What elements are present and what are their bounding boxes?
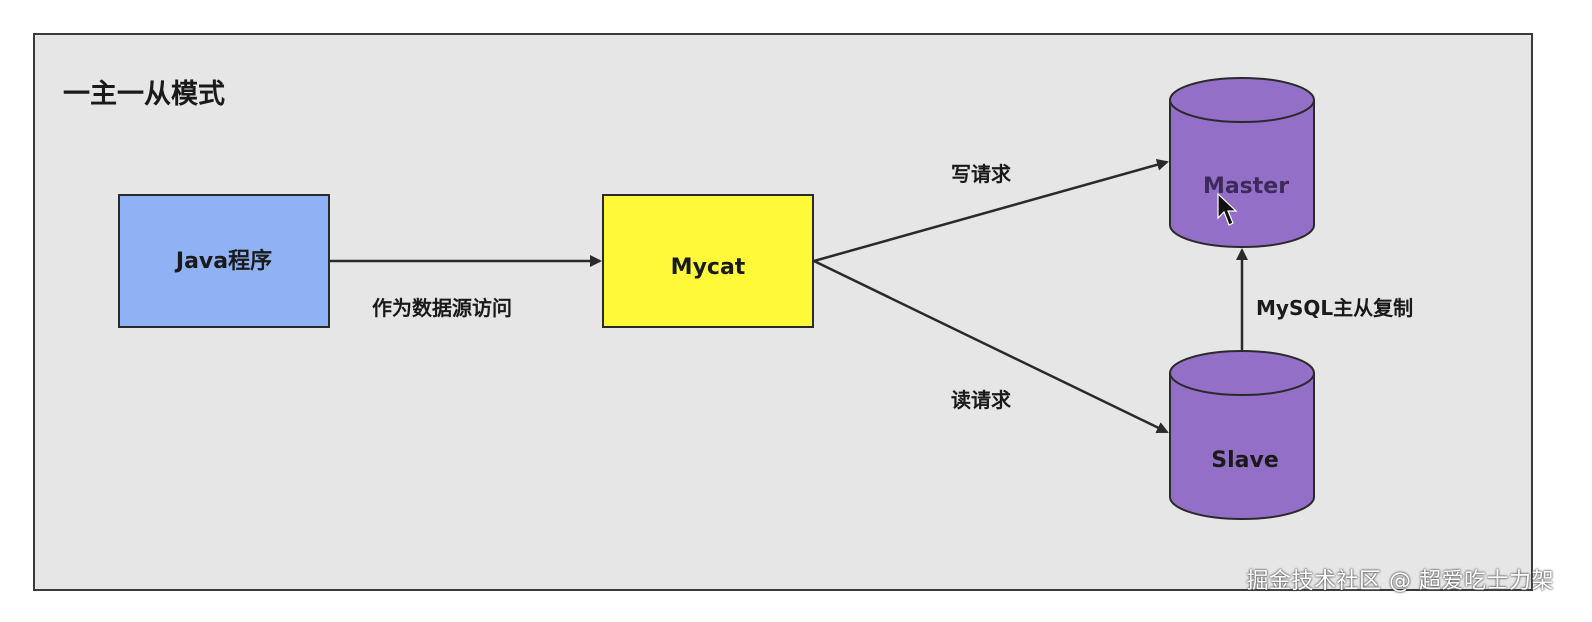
- java-to-mycat-label: 作为数据源访问: [372, 296, 512, 320]
- master-cylinder-body: [1169, 99, 1315, 248]
- mycat-to-slave-label: 读请求: [951, 388, 1012, 412]
- diagram-title: 一主一从模式: [63, 79, 225, 110]
- mycat-to-master-arrow: [813, 158, 1169, 263]
- slave-label: Slave: [1211, 448, 1279, 473]
- slave-cylinder-top: [1169, 350, 1315, 396]
- slave-to-master-label: MySQL主从复制: [1256, 296, 1413, 320]
- mycat-box: [602, 194, 814, 328]
- mouse-cursor-icon: [1217, 192, 1238, 226]
- mycat-label: Mycat: [671, 255, 746, 280]
- java-label: Java程序: [174, 248, 272, 274]
- watermark: 掘金技术社区 @ 超爱吃士力架: [1246, 569, 1554, 594]
- java-node: Java程序: [118, 194, 330, 328]
- master-cylinder-top: [1169, 77, 1315, 123]
- master-label: Master: [1203, 174, 1289, 199]
- mycat-to-slave-arrow: [813, 259, 1169, 434]
- slave-node: Slave: [1169, 350, 1315, 520]
- mycat-to-master-label: 写请求: [951, 162, 1012, 186]
- slave-cylinder-body: [1169, 372, 1315, 520]
- java-box: [118, 194, 330, 328]
- master-node: Master: [1169, 77, 1315, 248]
- mycat-node: Mycat: [602, 194, 814, 328]
